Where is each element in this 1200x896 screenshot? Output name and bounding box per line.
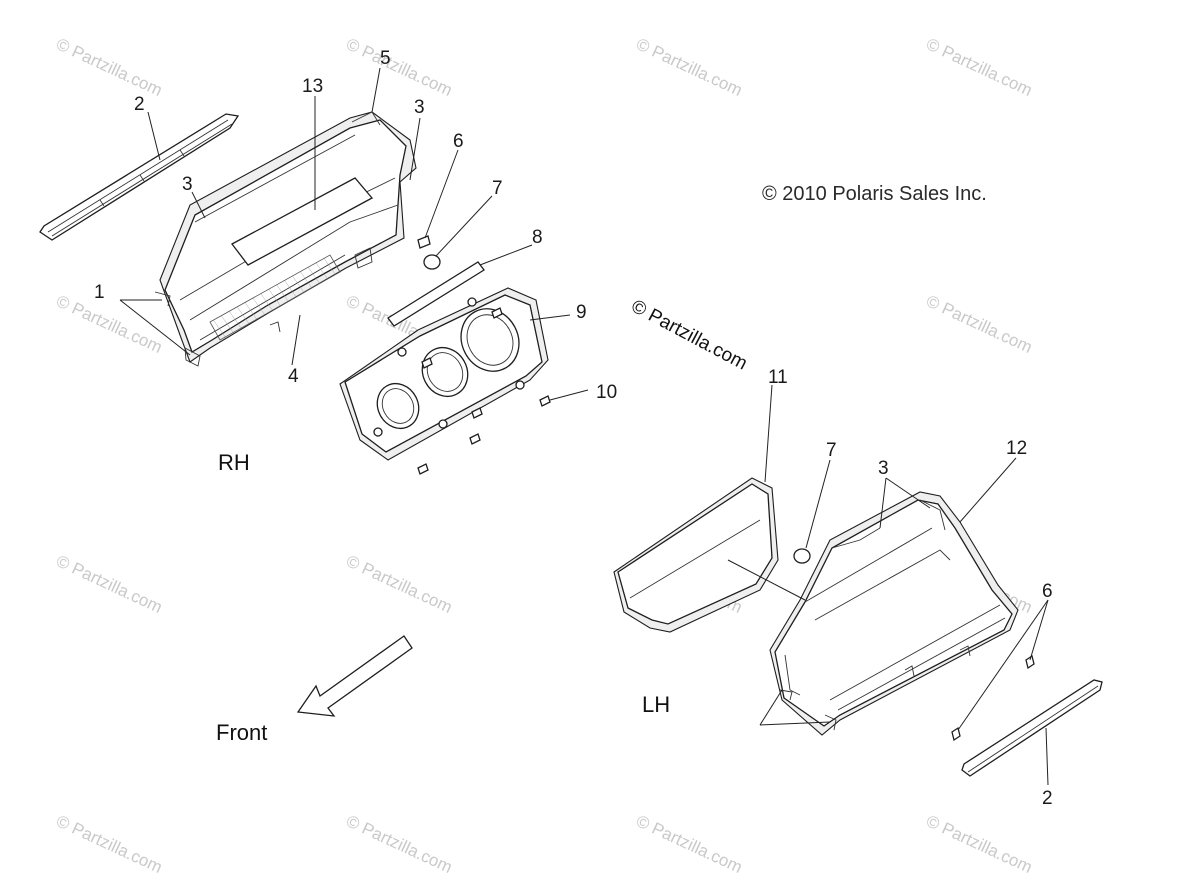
front-arrow [296,635,413,717]
callout-5: 5 [380,48,391,69]
callout-3: 3 [878,458,889,479]
watermark: © Partzilla.com [53,34,165,100]
callout-11: 11 [768,367,788,388]
watermark: © Partzilla.com [923,34,1035,100]
rh-label: RH [218,450,250,475]
watermark: © Partzilla.com [343,551,455,617]
seal-8 [387,261,485,327]
trim-strip-lh [961,679,1103,777]
trim-strip-rh [39,113,240,241]
callout-13: 13 [302,76,323,97]
callout-12: 12 [1006,438,1027,459]
grommet-7-lh [793,548,811,564]
screw-6 [417,235,431,249]
callout-7: 7 [826,440,837,461]
watermark: © Partzilla.com [53,551,165,617]
watermark: © Partzilla.com [633,34,745,100]
copyright-notice: © 2010 Polaris Sales Inc. [762,183,987,205]
dash-pod-rh [154,111,417,367]
cover-lh [613,477,779,633]
callout-8: 8 [532,227,543,248]
brand-mark: © Partzilla.com [628,296,751,375]
grommet-7 [423,254,441,270]
callout-6: 6 [1042,581,1053,602]
leader-lines-lh [727,384,1049,786]
callouts: 1 2 3 13 5 3 6 7 8 9 10 4 11 7 3 12 6 2 [94,48,1053,809]
watermark: © Partzilla.com [343,811,455,877]
screws-10 [417,307,551,475]
callout-2: 2 [1042,788,1053,809]
lh-label: LH [642,692,670,717]
callout-3: 3 [182,174,193,195]
callout-6: 6 [453,131,464,152]
gauge-bezel-plate [339,287,549,461]
callout-7: 7 [492,178,503,199]
small-parts-rh [387,235,485,327]
watermark: © Partzilla.com [633,811,745,877]
front-label: Front [216,720,267,745]
callout-9: 9 [576,302,587,323]
leader-lines-rh [119,67,589,401]
screw-6-lh [951,726,961,742]
watermark: © Partzilla.com [343,34,455,100]
callout-10: 10 [596,382,617,403]
watermark: © Partzilla.com [53,811,165,877]
watermarks: © Partzilla.com © Partzilla.com © Partzi… [53,34,1035,877]
callout-3: 3 [414,97,425,118]
watermark: © Partzilla.com [53,291,165,357]
callout-1: 1 [94,282,105,303]
callout-2: 2 [134,94,145,115]
watermark: © Partzilla.com [923,811,1035,877]
dash-pod-lh [769,491,1019,736]
screw-6-lh [1025,654,1035,670]
callout-4: 4 [288,366,299,387]
watermark: © Partzilla.com [923,291,1035,357]
